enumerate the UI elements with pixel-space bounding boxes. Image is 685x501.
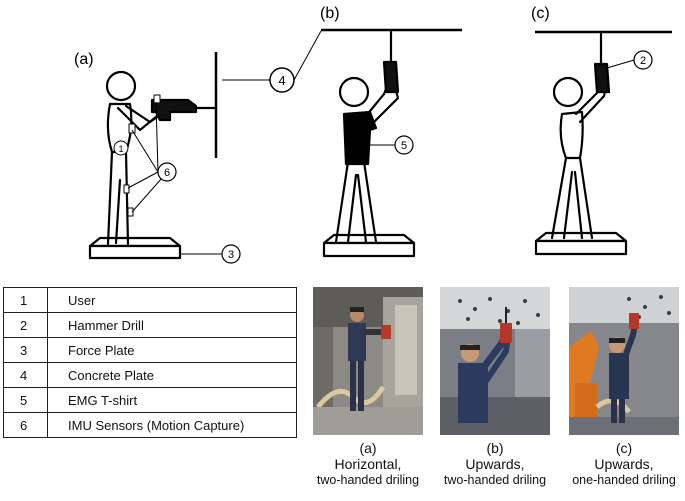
force-plate-a [88,236,182,248]
hammer-drill-a [150,98,198,122]
drilling-diagram: (a) (b) (c) [74,5,672,264]
legend-label: Force Plate [47,337,297,363]
force-plate-a-side [88,244,182,260]
svg-text:2: 2 [640,55,646,67]
legend-num: 5 [3,387,48,413]
caption-a: (a) Horizontal, two-handed driling [293,440,443,488]
caption-line1: Upwards, [465,456,525,472]
legend-label: EMG T-shirt [47,387,297,413]
callout-6: 6 [157,162,177,182]
force-plate-c-side [534,239,628,256]
hammer-drill-b [382,60,400,94]
svg-text:1: 1 [118,144,123,154]
callout-4: 4 [269,67,295,93]
panel-label-c: (c) [531,5,550,22]
hammer-drill-c [593,62,611,94]
figure-upwards-one-handed [534,32,628,256]
callout-3: 3 [221,244,241,264]
emg-tshirt [342,110,378,166]
caption-line1: Horizontal, [334,456,402,472]
legend-num: 6 [3,412,48,438]
photo-horizontal-drilling [313,287,423,435]
svg-text:5: 5 [401,140,407,152]
legend-label: Concrete Plate [47,362,297,388]
caption-line1: Upwards, [594,456,654,472]
svg-text:3: 3 [228,249,234,261]
callout-5: 5 [394,135,414,155]
caption-c: (c) Upwards, one-handed driling [549,440,685,488]
caption-line2: two-handed driling [316,473,420,487]
svg-text:4: 4 [278,73,285,88]
caption-line2: one-handed driling [572,473,676,487]
figure-horizontal-drilling [88,70,216,260]
legend-num: 4 [3,362,48,388]
svg-text:6: 6 [164,167,170,179]
panel-label-b: (b) [320,5,340,22]
caption-tag: (c) [615,440,633,456]
photo-upwards-one-handed [569,287,679,435]
head-a [105,70,137,102]
caption-tag: (a) [359,440,377,456]
caption-tag: (b) [486,440,504,456]
legend-num: 2 [3,312,48,338]
photo-upwards-two-handed [440,287,550,435]
force-plate-b-side [322,241,416,258]
legend-num: 1 [3,287,48,313]
legend-label: User [47,287,297,313]
callout-2: 2 [633,50,653,70]
legend-label: Hammer Drill [47,312,297,338]
legend-num: 3 [3,337,48,363]
panel-label-a: (a) [74,51,94,68]
head-c [552,76,584,108]
callout-1: 1 [113,140,129,156]
caption-line2: two-handed driling [443,473,547,487]
figure-upwards-two-handed [322,30,416,258]
legend-label: IMU Sensors (Motion Capture) [47,412,297,438]
head-b [338,76,370,108]
caption-b: (b) Upwards, two-handed driling [420,440,570,488]
